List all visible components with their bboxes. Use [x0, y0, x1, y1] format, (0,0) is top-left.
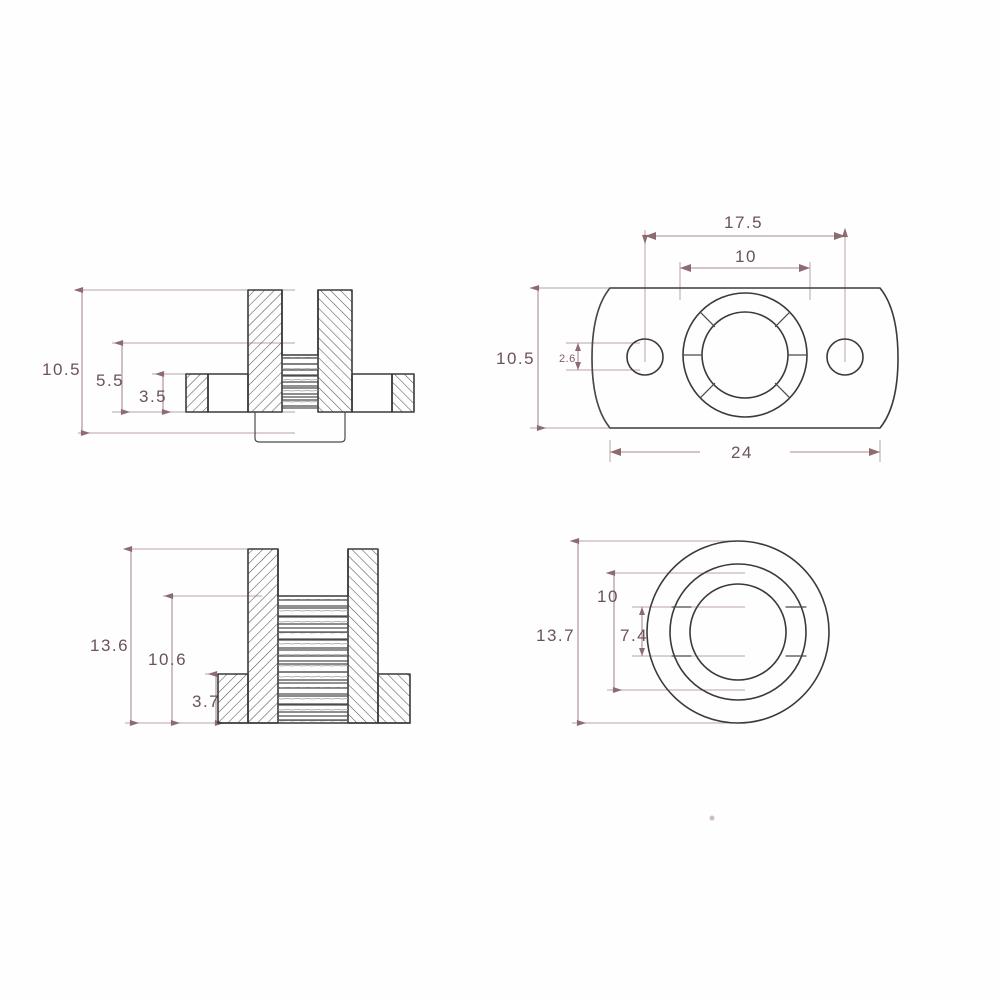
bl-dimension-13-6: 13.6: [90, 546, 140, 726]
tr-right-mounting-hole: [826, 338, 864, 376]
tr-dimension-2-6: 2.6: [559, 343, 581, 370]
tr-central-bore-inner: [701, 311, 789, 399]
tr-part-geometry: [591, 287, 899, 429]
bl-dimension-3-7: 3.7: [192, 671, 225, 726]
bl-dim-label-10-6: 10.6: [148, 650, 187, 669]
tr-dim-label-24: 24: [731, 443, 753, 462]
view-top-left-front-section: 10.5 5.5 3.5: [42, 287, 415, 443]
bl-dimension-10-6: 10.6: [148, 593, 187, 726]
tl-dim-label-3-5: 3.5: [139, 387, 167, 406]
br-dim-label-7-4: 7.4: [620, 626, 648, 645]
tr-dim-label-10: 10: [735, 247, 757, 266]
br-dimension-13-7: 13.7: [536, 538, 587, 726]
view-bottom-right-plan-round: 13.7 10 7.4: [536, 538, 830, 726]
tl-part-geometry: [185, 289, 415, 443]
br-part-geometry: [646, 540, 830, 724]
br-extension-lines: [572, 540, 745, 724]
bl-part-geometry: [217, 548, 411, 724]
bl-dim-label-13-6: 13.6: [90, 636, 129, 655]
scan-artifact-speck: [709, 815, 715, 821]
tl-dim-label-5-5: 5.5: [96, 371, 124, 390]
tr-dim-label-10-5: 10.5: [496, 349, 535, 368]
br-dim-label-13-7: 13.7: [536, 626, 575, 645]
bl-dim-label-3-7: 3.7: [192, 692, 220, 711]
tr-dim-label-2-6: 2.6: [559, 353, 576, 365]
tl-dimension-3-5: 3.5: [139, 371, 172, 415]
br-middle-circle: [669, 563, 807, 701]
tr-dim-label-17-5: 17.5: [724, 213, 763, 232]
view-top-right-plan-flange: 17.5 10 10.5 2.6 24: [496, 213, 899, 462]
br-outer-circle: [646, 540, 830, 724]
view-bottom-left-front-section: 13.6 10.6 3.7: [90, 546, 411, 726]
tr-dimension-10-5: 10.5: [496, 285, 547, 431]
br-dim-label-10: 10: [597, 587, 619, 606]
bl-thread-profile: [278, 599, 348, 721]
tr-left-mounting-hole: [626, 338, 664, 376]
tr-dimension-24: 24: [610, 443, 880, 462]
br-inner-bore: [689, 583, 787, 681]
tl-dimension-10-5: 10.5: [42, 287, 91, 436]
tl-dimension-5-5: 5.5: [96, 340, 131, 415]
tl-dim-label-10-5: 10.5: [42, 360, 81, 379]
tl-thread-profile: [282, 357, 318, 407]
br-dimension-10: 10: [597, 570, 623, 693]
tr-dimension-10: 10: [680, 247, 810, 272]
br-dimension-7-4: 7.4: [620, 607, 648, 656]
tr-dimension-17-5: 17.5: [642, 213, 848, 245]
